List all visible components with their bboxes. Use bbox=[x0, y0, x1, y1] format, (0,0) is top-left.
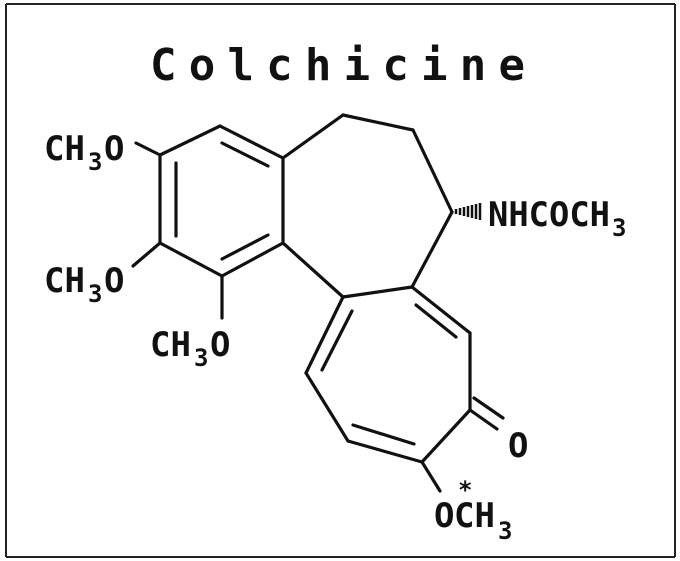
svg-text:CH: CH bbox=[150, 325, 191, 365]
ring-b bbox=[281, 113, 454, 299]
svg-text:O: O bbox=[210, 325, 230, 365]
svg-text:O: O bbox=[104, 129, 124, 169]
svg-text:3: 3 bbox=[88, 148, 102, 176]
label-nhcoch3: NHCOCH 3 bbox=[488, 195, 626, 242]
label-ketone-oxygen: O bbox=[508, 426, 528, 466]
label-ch3o-bottom: CH 3 O bbox=[150, 325, 230, 372]
svg-text:3: 3 bbox=[498, 517, 512, 545]
svg-text:O: O bbox=[104, 261, 124, 301]
svg-text:3: 3 bbox=[612, 214, 626, 242]
svg-text:3: 3 bbox=[194, 344, 208, 372]
hashed-wedge-bond bbox=[454, 203, 482, 220]
ring-c bbox=[304, 285, 472, 464]
svg-text:3: 3 bbox=[88, 280, 102, 308]
svg-text:CH: CH bbox=[44, 261, 85, 301]
label-och3: O CH 3 * bbox=[434, 476, 512, 545]
svg-text:CH: CH bbox=[454, 496, 495, 536]
label-ch3o-top: CH 3 O bbox=[44, 129, 124, 176]
asterisk-mark: * bbox=[458, 476, 472, 504]
svg-text:NHCOCH: NHCOCH bbox=[488, 195, 610, 235]
label-ch3o-middle: CH 3 O bbox=[44, 261, 124, 308]
svg-text:CH: CH bbox=[44, 129, 85, 169]
page-title: Colchicine bbox=[150, 40, 525, 91]
substituent-bonds bbox=[131, 141, 505, 493]
svg-text:O: O bbox=[434, 496, 454, 536]
svg-text:O: O bbox=[508, 426, 528, 466]
ring-a bbox=[158, 124, 285, 278]
